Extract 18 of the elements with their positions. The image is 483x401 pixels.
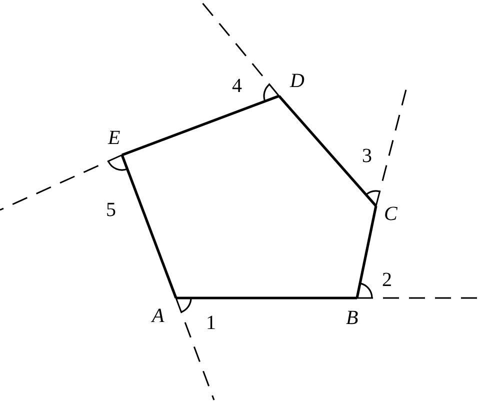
polygon-side xyxy=(176,296,357,300)
vertex-label: A xyxy=(152,306,164,326)
angle-number: 5 xyxy=(106,200,116,220)
extension-line xyxy=(199,0,280,96)
angle-number: 4 xyxy=(232,76,242,96)
extension-line xyxy=(0,154,122,211)
angle-number: 1 xyxy=(206,313,216,333)
polygon-side xyxy=(356,206,378,298)
polygon-side xyxy=(120,154,178,298)
extension-line xyxy=(175,298,215,400)
polygon-side xyxy=(278,95,377,207)
vertex-label: E xyxy=(108,128,120,148)
vertex-label: C xyxy=(384,204,398,224)
vertex-label: B xyxy=(346,308,358,328)
polygon-side xyxy=(122,94,280,156)
angle-number: 3 xyxy=(362,146,372,166)
angle-number: 2 xyxy=(382,270,392,290)
vertex-label: D xyxy=(290,71,304,91)
